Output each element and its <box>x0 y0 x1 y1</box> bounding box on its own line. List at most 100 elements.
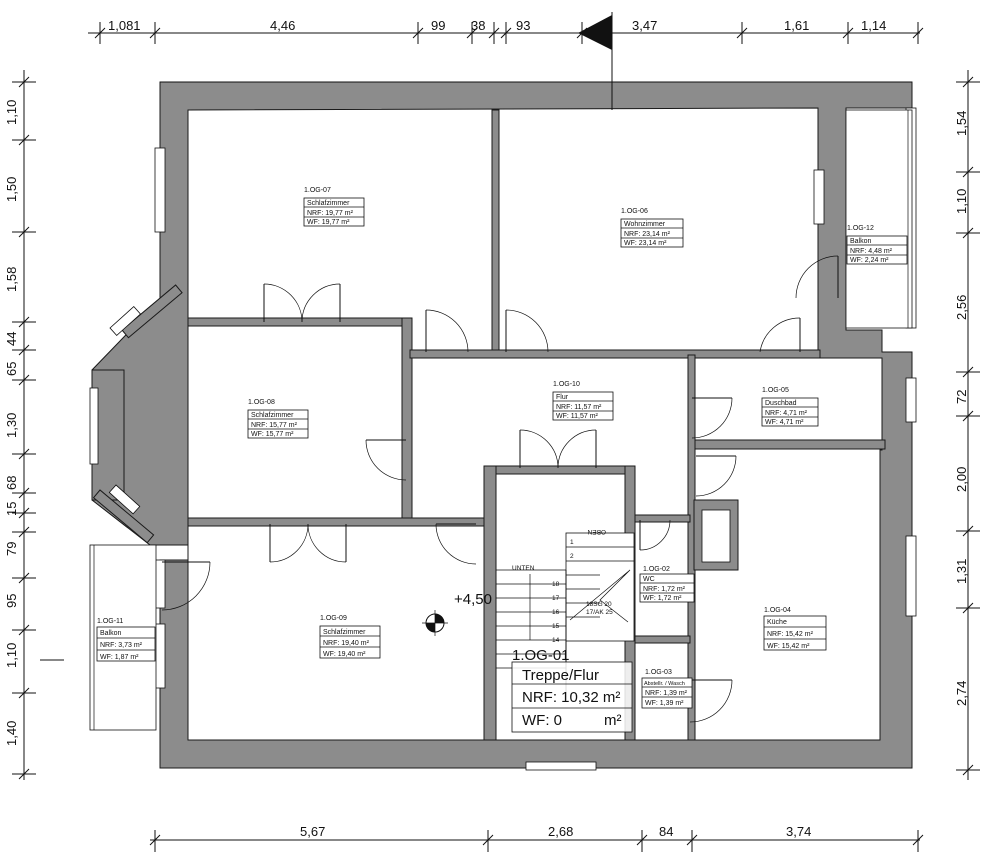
dimension-tick-slash <box>962 166 974 178</box>
dimension-tick-slash <box>18 374 30 386</box>
room-name: Schlafzimmer <box>307 200 350 207</box>
balconies <box>89 109 913 731</box>
room-name: Duschbad <box>765 400 797 407</box>
room-nrf: NRF: 15,77 m² <box>251 422 298 429</box>
stair-step-14: 14 <box>552 637 560 644</box>
dim-left-0: 1,10 <box>4 100 19 125</box>
dimension-tick-slash <box>18 526 30 538</box>
room-wf: WF: 15,42 m² <box>767 643 810 650</box>
dimension-tick-slash <box>636 834 648 846</box>
room-label-11: 1.OG-11 Balkon NRF: 3,73 m² WF: 1,87 m² <box>96 618 156 662</box>
dimension-tick-slash <box>576 27 588 39</box>
room-code: 1.OG-02 <box>643 566 670 573</box>
dim-top-4: 93 <box>516 18 530 33</box>
room-name: Schlafzimmer <box>323 629 366 636</box>
room-label-10: 1.OG-10 Flur NRF: 11,57 m² WF: 11,57 m² <box>552 381 614 421</box>
dimension-tick-slash <box>842 27 854 39</box>
room-name: WC <box>643 576 655 583</box>
doors <box>161 255 839 723</box>
room-wf: WF: 0 <box>522 712 562 729</box>
room-code: 1.OG-09 <box>320 615 347 622</box>
dimension-tick-slash <box>686 834 698 846</box>
dimension-tick-slash <box>18 624 30 636</box>
room-code: 1.OG-12 <box>847 225 874 232</box>
dimension-tick-slash <box>94 27 106 39</box>
room-wf: WF: 1,72 m² <box>643 595 682 602</box>
interior-walls <box>91 109 886 741</box>
room-nrf: NRF: 1,72 m² <box>643 586 686 593</box>
room-nrf: NRF: 10,32 m² <box>522 689 620 706</box>
room-wf-unit: m² <box>604 712 622 729</box>
stair-up-label: OBEN <box>587 528 606 535</box>
stair-step-1: 1 <box>570 539 574 546</box>
dimension-tick-slash <box>149 834 161 846</box>
dimension-tick-slash <box>18 507 30 519</box>
room-label-04: 1.OG-04 Küche NRF: 15,42 m² WF: 15,42 m² <box>763 607 827 651</box>
room-name: Küche <box>767 619 787 626</box>
dim-top-0: 1,081 <box>108 18 141 33</box>
room-label-05: 1.OG-05 Duschbad NRF: 4,71 m² WF: 4,71 m… <box>761 387 819 427</box>
room-code: 1.OG-03 <box>645 669 672 676</box>
dim-left-8: 79 <box>4 542 19 556</box>
room-code: 1.OG-04 <box>764 607 791 614</box>
room-label-12: 1.OG-12 Balkon NRF: 4,48 m² WF: 2,24 m² <box>846 225 908 265</box>
room-code: 1.OG-10 <box>553 381 580 388</box>
room-label-07: 1.OG-07 Schlafzimmer NRF: 19,77 m² WF: 1… <box>303 187 365 227</box>
dim-top-5: 3,47 <box>632 18 657 33</box>
dimension-tick-slash <box>18 572 30 584</box>
room-label-08: 1.OG-08 Schlafzimmer NRF: 15,77 m² WF: 1… <box>247 399 309 439</box>
room-wf: WF: 19,40 m² <box>323 651 366 658</box>
room-name: Wohnzimmer <box>624 221 666 228</box>
dimension-tick-slash <box>500 27 512 39</box>
dim-left-6: 68 <box>4 476 19 490</box>
room-nrf: NRF: 19,40 m² <box>323 640 370 647</box>
dimension-tick-slash <box>962 366 974 378</box>
stair-step-17: 17 <box>552 595 560 602</box>
dim-bottom-3: 3,74 <box>786 824 811 839</box>
dim-left-3: 44 <box>4 332 19 346</box>
dimension-tick-slash <box>18 76 30 88</box>
room-name: Schlafzimmer <box>251 412 294 419</box>
room-label-02: 1.OG-02 WC NRF: 1,72 m² WF: 1,72 m² <box>639 566 695 603</box>
room-nrf: NRF: 4,48 m² <box>850 248 893 255</box>
stair-rise: 18SG 20 <box>586 601 612 608</box>
dimension-tick-slash <box>466 27 478 39</box>
room-name: Abstellr. / Wasch <box>644 681 685 687</box>
room-wf: WF: 1,39 m² <box>645 700 684 707</box>
dim-left-11: 1,40 <box>4 721 19 746</box>
dimension-tick-slash <box>18 316 30 328</box>
dimension-top: 1,081 4,46 99 38 93 3,47 1,61 1,14 <box>88 12 920 110</box>
dim-left-2: 1,58 <box>4 267 19 292</box>
stair: 1 2 18 17 16 15 14 OBEN UNTEN 18SG 20 17… <box>496 528 635 700</box>
dimension-tick-slash <box>736 27 748 39</box>
dim-left-4: 65 <box>4 362 19 376</box>
room-nrf: NRF: 1,39 m² <box>645 690 688 697</box>
room-label-06: 1.OG-06 Wohnzimmer NRF: 23,14 m² WF: 23,… <box>620 208 684 248</box>
dimension-tick-slash <box>482 834 494 846</box>
room-wf: WF: 23,14 m² <box>624 240 667 247</box>
room-name: Flur <box>556 394 569 401</box>
dim-top-1: 4,46 <box>270 18 295 33</box>
stair-step-2: 2 <box>570 553 574 560</box>
stair-step-15: 15 <box>552 623 560 630</box>
dimension-tick-slash <box>18 687 30 699</box>
room-label-09: 1.OG-09 Schlafzimmer NRF: 19,40 m² WF: 1… <box>319 615 381 659</box>
dimension-tick-slash <box>962 764 974 776</box>
dim-right-0: 1,54 <box>954 111 969 136</box>
dim-left-10: 1,10 <box>4 643 19 668</box>
room-code: 1.OG-06 <box>621 208 648 215</box>
dim-bottom-0: 5,67 <box>300 824 325 839</box>
room-code: 1.OG-08 <box>248 399 275 406</box>
dimension-tick-slash <box>412 27 424 39</box>
dimension-bottom: 5,67 2,68 84 3,74 <box>150 824 920 841</box>
dim-right-6: 2,74 <box>954 681 969 706</box>
room-nrf: NRF: 23,14 m² <box>624 231 671 238</box>
windows <box>89 107 917 771</box>
room-nrf: NRF: 19,77 m² <box>307 210 354 217</box>
dimension-tick-slash <box>18 134 30 146</box>
dim-right-4: 2,00 <box>954 467 969 492</box>
room-name: Treppe/Flur <box>522 667 599 684</box>
stair-down-label: UNTEN <box>512 565 535 572</box>
dim-top-7: 1,14 <box>861 18 886 33</box>
